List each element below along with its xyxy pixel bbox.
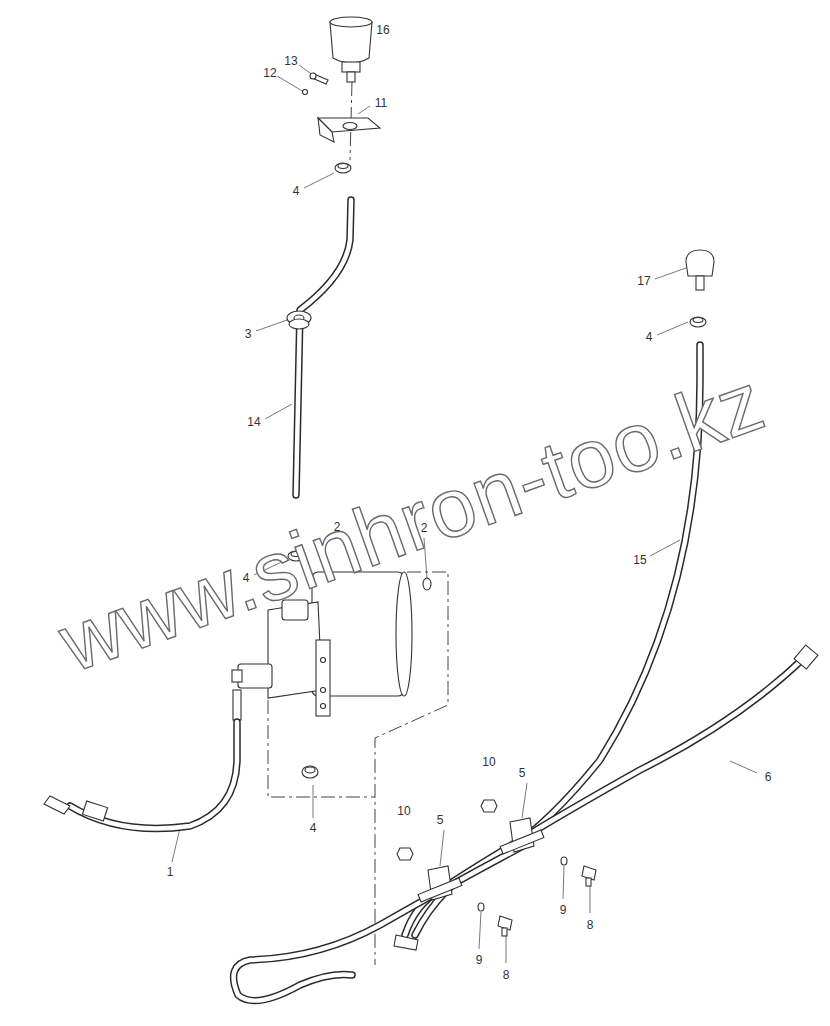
callout-number: 12	[262, 66, 277, 80]
bolt-washer	[303, 73, 329, 95]
callout-number: 13	[283, 54, 298, 68]
callout-number: 15	[632, 553, 647, 567]
callout-number: 8	[502, 968, 511, 982]
fluid-reservoir	[330, 17, 372, 82]
callout-number: 9	[475, 953, 484, 967]
callout-number: 3	[244, 327, 253, 341]
callout-number: 4	[292, 184, 301, 198]
callout-number: 16	[375, 23, 390, 37]
callout-number: 4	[645, 330, 654, 344]
callout-number: 4	[309, 821, 318, 835]
watermark: www.sinhron-too.kz	[50, 359, 774, 685]
filler-cap	[686, 250, 714, 290]
callout-number: 11	[374, 96, 388, 110]
callout-number: 9	[559, 903, 568, 917]
brake-hose	[44, 722, 237, 829]
callout-number: 17	[636, 274, 651, 288]
pipe-clamps	[418, 818, 544, 902]
o-ring	[423, 578, 431, 590]
callout-number: 5	[436, 813, 445, 827]
callout-number: 8	[586, 918, 595, 932]
pipe	[394, 645, 818, 950]
callout-number: 1	[166, 865, 175, 879]
callout-number: 14	[246, 415, 261, 429]
callout-number: 5	[518, 766, 527, 780]
hose	[287, 200, 351, 495]
callout-number: 10	[396, 804, 411, 818]
callout-number: 6	[764, 770, 773, 784]
callout-number: 10	[481, 755, 496, 769]
mounting-bracket	[318, 118, 380, 142]
pipe	[234, 845, 525, 1001]
fasteners	[397, 800, 596, 936]
